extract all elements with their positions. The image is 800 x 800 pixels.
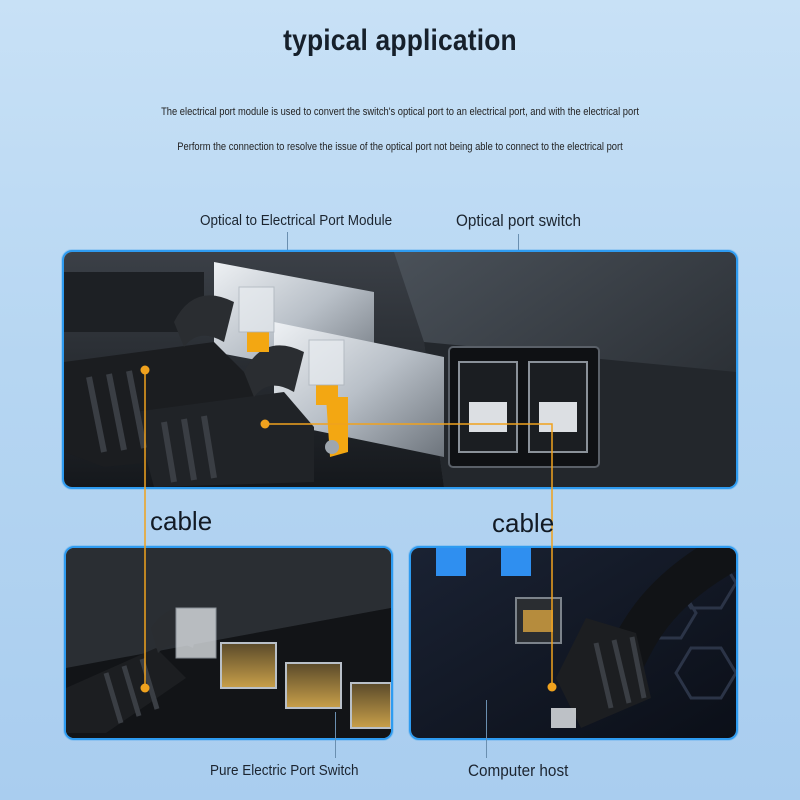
description-line-2: Perform the connection to resolve the is… [177, 141, 623, 153]
computer-host-pointer [486, 700, 487, 758]
computer-host-label: Computer host [468, 761, 569, 780]
computer-host-photo [409, 546, 738, 740]
cable-label-right: cable [492, 508, 555, 538]
description-line-1: The electrical port module is used to co… [161, 106, 639, 118]
electric-switch-pointer [335, 712, 336, 758]
module-label: Optical to Electrical Port Module [200, 212, 393, 229]
electric-switch-photo [64, 546, 393, 740]
optical-switch-photo [62, 250, 738, 489]
page-title: typical application [283, 24, 517, 57]
electric-switch-label: Pure Electric Port Switch [210, 762, 359, 779]
optical-switch-label: Optical port switch [456, 211, 582, 230]
cable-label-left: cable [150, 506, 213, 536]
